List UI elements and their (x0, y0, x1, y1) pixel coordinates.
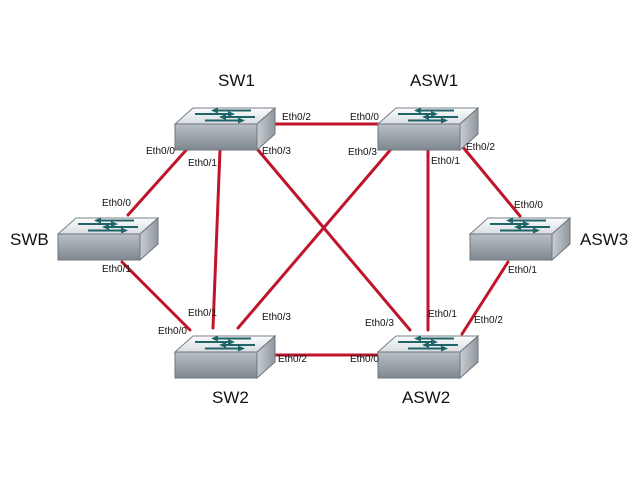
port-label: Eth0/0 (350, 112, 379, 123)
port-label: Eth0/2 (282, 112, 311, 123)
device-label-sw1: SW1 (218, 71, 255, 90)
network-switch-icon (377, 106, 479, 151)
port-label: Eth0/2 (466, 142, 495, 153)
link-asw1-asw3[interactable] (460, 144, 522, 218)
device-label-asw2: ASW2 (402, 388, 450, 407)
port-label: Eth0/1 (428, 309, 457, 320)
switch-asw1[interactable] (377, 106, 479, 151)
port-label: Eth0/3 (262, 146, 291, 157)
switch-sw1[interactable] (174, 106, 276, 151)
network-switch-icon (377, 334, 479, 379)
link-asw2-asw3[interactable] (460, 260, 510, 336)
port-label: Eth0/1 (188, 158, 217, 169)
link-asw1-sw2[interactable] (236, 146, 394, 330)
link-sw1-sw2[interactable] (211, 148, 222, 330)
network-switch-icon (57, 216, 159, 261)
switch-sw2[interactable] (174, 334, 276, 379)
port-label: Eth0/3 (348, 147, 377, 158)
port-label: Eth0/0 (514, 200, 543, 211)
device-label-asw1: ASW1 (410, 71, 458, 90)
network-switch-icon (174, 106, 276, 151)
port-label: Eth0/0 (350, 354, 379, 365)
switch-asw3[interactable] (469, 216, 571, 261)
port-label: Eth0/0 (158, 326, 187, 337)
link-swb-sw2[interactable] (120, 260, 192, 332)
port-label: Eth0/3 (262, 312, 291, 323)
port-label: Eth0/3 (365, 318, 394, 329)
port-label: Eth0/0 (146, 146, 175, 157)
port-label: Eth0/1 (508, 265, 537, 276)
port-label: Eth0/2 (474, 315, 503, 326)
port-label: Eth0/2 (278, 354, 307, 365)
port-label: Eth0/0 (102, 198, 131, 209)
network-switch-icon (174, 334, 276, 379)
device-label-asw3: ASW3 (580, 230, 628, 249)
link-sw1-asw2[interactable] (256, 148, 412, 332)
network-switch-icon (469, 216, 571, 261)
link-sw1-swb[interactable] (126, 146, 190, 217)
device-label-swb: SWB (10, 230, 49, 249)
port-label: Eth0/1 (188, 308, 217, 319)
switch-asw2[interactable] (377, 334, 479, 379)
switch-swb[interactable] (57, 216, 159, 261)
port-label: Eth0/1 (431, 156, 460, 167)
links (120, 122, 522, 357)
device-label-sw2: SW2 (212, 388, 249, 407)
port-label: Eth0/1 (102, 264, 131, 275)
